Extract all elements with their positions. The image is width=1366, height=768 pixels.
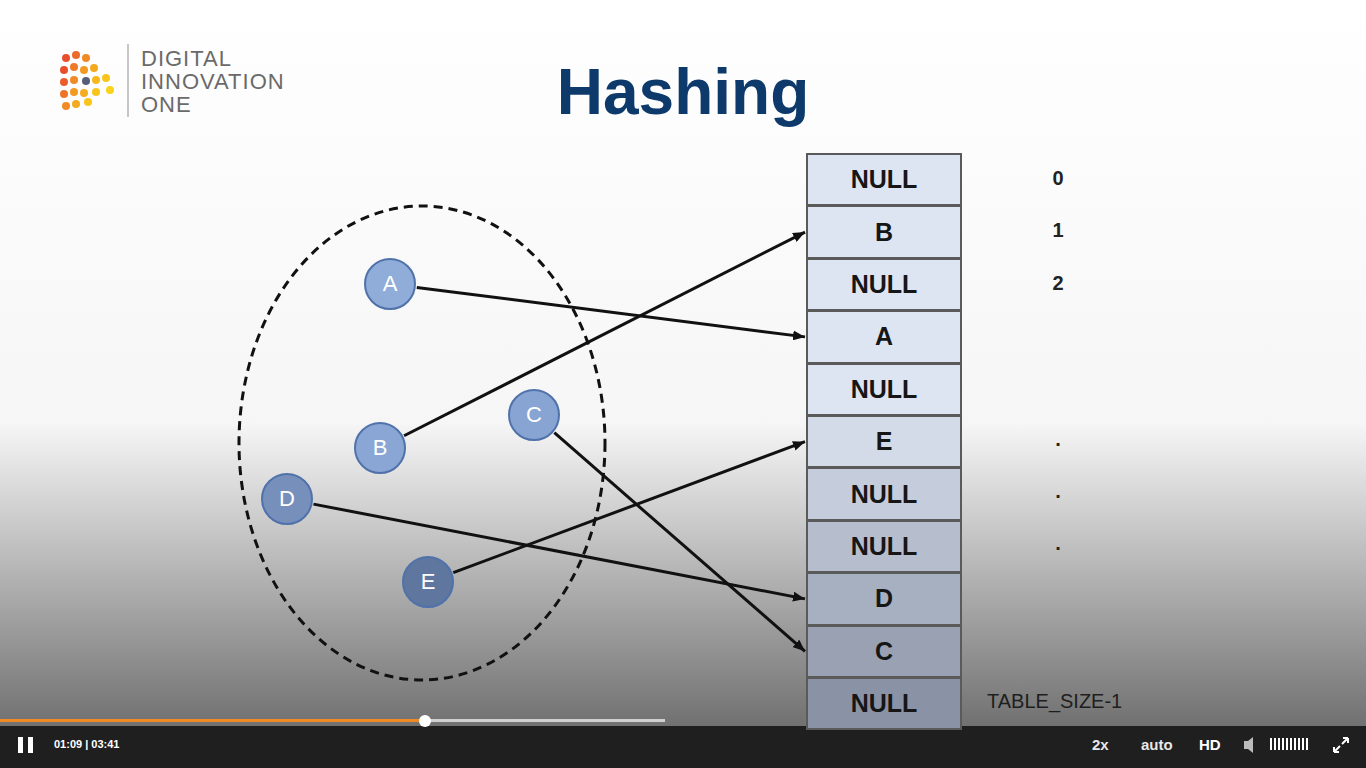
cell-value: NULL xyxy=(851,270,918,299)
table-cell: NULL xyxy=(806,520,962,573)
index-ellipsis: . xyxy=(1040,532,1076,555)
table-cell: NULL xyxy=(806,258,962,311)
key-letter: A xyxy=(383,271,398,297)
table-cell: B xyxy=(806,205,962,258)
key-letter: B xyxy=(373,435,388,461)
index-number: TABLE_SIZE-1 xyxy=(987,690,1122,713)
key-letter: E xyxy=(421,569,436,595)
table-cell: NULL xyxy=(806,363,962,416)
index-number: 2 xyxy=(1040,272,1076,295)
hash-arrow xyxy=(404,232,805,436)
hash-arrow xyxy=(453,442,805,573)
key-letter: D xyxy=(279,486,295,512)
table-cell: A xyxy=(806,310,962,363)
logo-text: DIGITAL INNOVATION ONE xyxy=(141,47,285,116)
key-circle: E xyxy=(401,555,455,609)
table-cell: C xyxy=(806,625,962,678)
key-letter: C xyxy=(526,402,542,428)
table-cell: NULL xyxy=(806,467,962,520)
cell-value: NULL xyxy=(851,375,918,404)
cell-value: D xyxy=(875,584,893,613)
index-number: 1 xyxy=(1040,219,1076,242)
cell-value: C xyxy=(875,637,893,666)
quality-button: auto xyxy=(1141,736,1173,753)
cell-value: NULL xyxy=(851,480,918,509)
cell-value: NULL xyxy=(851,689,918,718)
index-number: 0 xyxy=(1040,167,1076,190)
key-circle: A xyxy=(363,257,417,311)
hd-button: HD xyxy=(1199,736,1221,753)
key-circle: D xyxy=(260,472,314,526)
key-circle: C xyxy=(507,388,561,442)
speed-button: 2x xyxy=(1092,736,1109,753)
cell-value: NULL xyxy=(851,532,918,561)
table-cell: E xyxy=(806,415,962,468)
index-ellipsis: . xyxy=(1040,480,1076,503)
playback-time: 01:09 | 03:41 xyxy=(54,738,119,750)
table-cell: NULL xyxy=(806,677,962,730)
video-player-bar xyxy=(0,715,1366,768)
cell-value: A xyxy=(875,322,893,351)
table-cell: D xyxy=(806,572,962,625)
hash-arrow xyxy=(554,433,805,652)
cell-value: NULL xyxy=(851,165,918,194)
key-circle: B xyxy=(353,421,407,475)
table-cell: NULL xyxy=(806,153,962,206)
logo-icon xyxy=(60,51,114,110)
logo-divider xyxy=(127,44,129,117)
index-ellipsis: . xyxy=(1040,428,1076,451)
cell-value: B xyxy=(875,218,893,247)
key-set-outline xyxy=(239,206,605,680)
video-frame xyxy=(0,0,1366,730)
hash-arrow xyxy=(314,504,805,599)
cell-value: E xyxy=(876,427,893,456)
